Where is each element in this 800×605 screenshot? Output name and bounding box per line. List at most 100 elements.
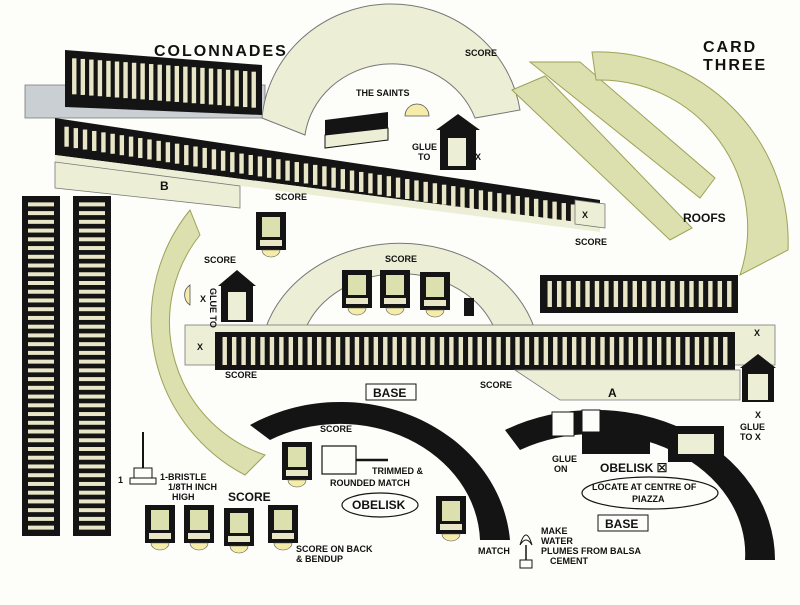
column — [561, 203, 566, 224]
column — [89, 59, 94, 96]
column — [79, 342, 105, 347]
fountain-piece — [184, 505, 214, 551]
column — [594, 281, 600, 307]
column — [79, 263, 105, 268]
column — [28, 263, 54, 268]
column — [694, 337, 700, 365]
column — [260, 337, 265, 365]
column — [28, 324, 54, 329]
column — [79, 289, 105, 294]
column — [191, 67, 197, 104]
column-row-a-bottom — [222, 337, 728, 365]
match-label: MATCH — [478, 546, 510, 556]
column — [547, 281, 552, 307]
obelisk-base-top — [581, 409, 601, 433]
fountain-piece — [420, 272, 450, 318]
column — [79, 464, 105, 469]
score-label: SCORE — [575, 237, 607, 247]
curved-roof-strip — [591, 51, 789, 277]
column — [28, 473, 54, 478]
column — [28, 455, 54, 460]
card-label: THREE — [703, 57, 767, 74]
column — [717, 281, 723, 307]
upper-arch-piece — [261, 3, 521, 136]
column — [723, 337, 728, 365]
column — [570, 204, 576, 225]
column — [322, 166, 327, 187]
column — [28, 350, 54, 355]
column — [368, 173, 373, 194]
column — [566, 281, 571, 307]
column — [28, 307, 54, 312]
column — [294, 162, 299, 183]
column — [231, 337, 237, 365]
column — [506, 194, 511, 215]
column — [79, 447, 105, 451]
column — [79, 237, 105, 242]
column — [157, 64, 162, 101]
score-label: SCORE — [225, 370, 257, 380]
x-mark: X — [582, 210, 588, 220]
column — [288, 337, 294, 365]
bristle-label: 1-BRISTLE — [160, 472, 207, 482]
column — [110, 133, 115, 154]
column — [28, 315, 54, 320]
the-saints-label: THE SAINTS — [356, 88, 410, 98]
column — [79, 350, 105, 355]
trimmed-label: ROUNDED MATCH — [330, 478, 410, 488]
column — [166, 65, 171, 102]
glue-on-label: GLUE — [552, 454, 577, 464]
temple-facade — [436, 114, 480, 170]
column — [131, 62, 137, 99]
column — [79, 377, 105, 382]
column — [326, 337, 331, 365]
column — [97, 60, 103, 97]
piece-b-label: B — [160, 179, 169, 193]
column — [515, 337, 520, 365]
column — [79, 525, 105, 530]
make-label: MAKE — [541, 526, 568, 536]
column — [79, 272, 105, 277]
column — [28, 254, 54, 259]
column — [119, 135, 125, 156]
fountain-piece — [256, 212, 286, 258]
column — [79, 394, 105, 399]
column — [619, 337, 624, 365]
score-label: SCORE — [275, 192, 307, 202]
column — [123, 62, 128, 99]
column — [183, 66, 188, 103]
column — [79, 516, 105, 521]
column — [553, 337, 558, 365]
column — [193, 146, 198, 167]
column — [79, 359, 105, 364]
column — [441, 184, 447, 205]
column — [279, 337, 284, 365]
column — [140, 63, 145, 100]
column — [28, 281, 54, 285]
semicircle-tab — [184, 284, 191, 306]
column — [359, 171, 364, 192]
score-label: SCORE — [385, 254, 417, 264]
fountain-piece — [224, 508, 254, 554]
column — [114, 61, 120, 98]
column — [285, 160, 290, 181]
column — [28, 333, 54, 338]
column — [458, 337, 464, 365]
column — [79, 333, 105, 338]
base-label-box — [365, 383, 417, 401]
column — [79, 254, 105, 259]
column — [552, 201, 557, 222]
base-label: BASE — [605, 517, 638, 531]
colonnade-b: B X SCORE SCORE — [24, 50, 607, 247]
roof-strip — [528, 61, 716, 199]
column — [477, 337, 482, 365]
obelisk-label: OBELISK — [352, 498, 406, 512]
column — [689, 281, 694, 307]
column — [28, 289, 54, 294]
column — [354, 337, 360, 365]
column — [543, 200, 548, 221]
column — [515, 195, 520, 216]
column — [496, 337, 501, 365]
column — [79, 508, 105, 513]
